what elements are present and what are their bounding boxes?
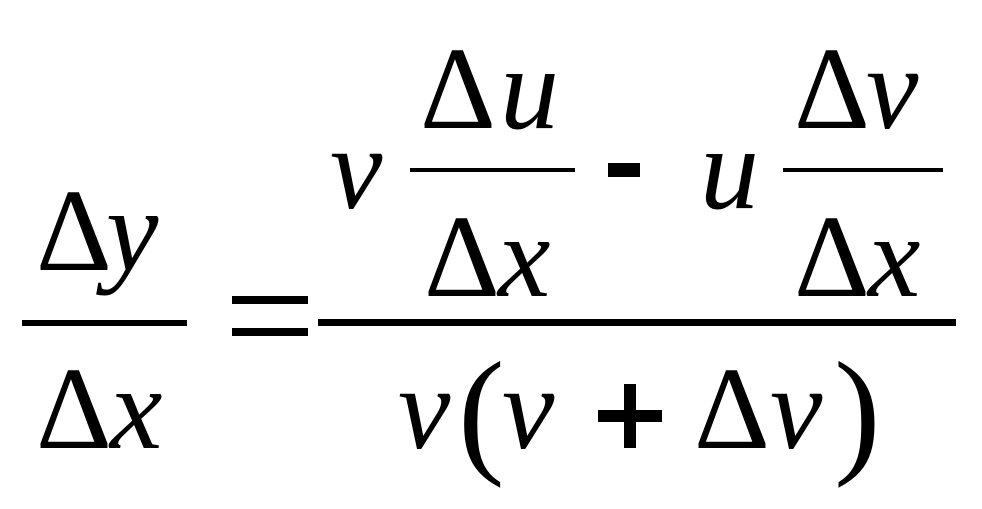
term2-coefficient: u bbox=[700, 103, 759, 234]
term1-denominator-delta: Δ bbox=[424, 191, 500, 322]
lhs-numerator-delta: Δ bbox=[36, 165, 112, 296]
rhs-main-fraction-bar bbox=[318, 319, 956, 326]
equals-bar-bottom bbox=[232, 328, 308, 336]
denominator-open-paren: ( bbox=[458, 334, 505, 489]
denominator-v2: v bbox=[502, 343, 555, 474]
term2-numerator-variable: v bbox=[866, 23, 919, 154]
plus-text: + bbox=[598, 400, 599, 401]
term1-denominator-variable: x bbox=[498, 191, 551, 322]
term2-denominator-delta: Δ bbox=[794, 191, 870, 322]
term2-fraction-bar bbox=[783, 168, 943, 172]
term1-coefficient: v bbox=[330, 103, 383, 234]
lhs-numerator-variable: y bbox=[106, 165, 159, 296]
equals-bar-top bbox=[232, 296, 308, 304]
term2-numerator-delta: Δ bbox=[794, 23, 870, 154]
lhs-denominator-delta: Δ bbox=[36, 343, 112, 474]
denominator-v1: v bbox=[398, 343, 451, 474]
term1-fraction-bar bbox=[410, 168, 575, 172]
plus-bar-vertical bbox=[624, 384, 636, 448]
denominator-v3: v bbox=[770, 343, 823, 474]
term1-numerator-delta: Δ bbox=[420, 23, 496, 154]
denominator-close-paren: ) bbox=[834, 334, 881, 489]
term2-denominator-variable: x bbox=[868, 191, 921, 322]
minus-bar bbox=[608, 163, 640, 177]
lhs-denominator-variable: x bbox=[110, 343, 163, 474]
lhs-fraction-bar bbox=[22, 320, 187, 326]
term1-numerator-variable: u bbox=[500, 23, 559, 154]
equals-text: = bbox=[232, 290, 233, 291]
denominator-delta: Δ bbox=[694, 343, 770, 474]
